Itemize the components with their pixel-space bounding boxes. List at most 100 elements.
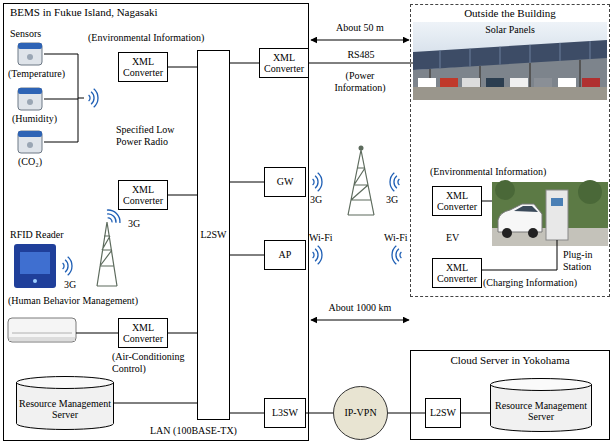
connector-line — [388, 413, 425, 414]
rfid-reader-icon — [14, 244, 56, 288]
wifi-waves — [392, 246, 401, 264]
connector-line — [168, 195, 197, 196]
panel-roof — [413, 40, 607, 70]
box-label: GW — [277, 176, 294, 187]
connector-line — [306, 413, 333, 414]
ellipse-outline — [334, 387, 388, 440]
wifi-waves — [313, 246, 322, 264]
ac-vent — [9, 337, 75, 341]
converter-box: XML Converter — [432, 258, 482, 288]
antenna-tower — [97, 222, 117, 286]
rfid-body — [14, 244, 56, 288]
vpn-ellipse: IP-VPN — [333, 386, 388, 440]
car — [534, 78, 552, 87]
sensor-dot — [27, 99, 33, 105]
info-label: (Power Information) — [325, 70, 395, 93]
box-label: L2SW — [430, 407, 456, 418]
wheel — [502, 228, 512, 238]
sensor-dot — [27, 54, 33, 60]
tree — [578, 180, 602, 204]
info-label: (Human Behavior Management) — [8, 295, 138, 307]
link-label: 3G — [386, 194, 398, 206]
device-label: Sensors — [10, 28, 41, 40]
sensor-cap — [18, 131, 42, 137]
link-label: 3G — [310, 194, 322, 206]
cylinder-top — [17, 377, 114, 389]
ac-slat — [12, 333, 72, 334]
tree — [495, 180, 515, 200]
box-label: L2SW — [200, 229, 226, 240]
region-title: Cloud Server in Yokohama — [411, 354, 609, 366]
sensor-body — [18, 88, 42, 110]
car — [418, 78, 436, 87]
box-label: XML Converter — [261, 52, 307, 74]
connector-line — [230, 63, 259, 64]
panel-grid — [440, 41, 590, 68]
box-label: L3SW — [272, 407, 298, 418]
panel-pole — [430, 60, 580, 88]
car — [462, 78, 480, 87]
link-label: Specified Low Power Radio — [116, 124, 194, 147]
wire — [480, 240, 557, 270]
box-label: XML Converter — [120, 322, 166, 344]
sensor-bracket — [44, 54, 84, 142]
car — [558, 78, 576, 87]
connector-line — [114, 403, 197, 404]
link-label: Wi-Fi — [309, 232, 333, 244]
converter-box: XML Converter — [259, 48, 309, 78]
access-point-box: AP — [264, 240, 306, 270]
converter-box: XML Converter — [118, 318, 168, 348]
distance-arrow — [311, 320, 409, 321]
ground — [413, 87, 607, 100]
distance-label: About 50 m — [315, 22, 405, 34]
converter-box: XML Converter — [432, 186, 482, 216]
sensor-cap — [18, 43, 42, 49]
device-label: RFID Reader — [10, 229, 64, 241]
box-label: IP-VPN — [344, 407, 376, 418]
sensor-body — [18, 43, 42, 65]
device-label: Plug-in Station — [563, 249, 609, 272]
sensor-body — [18, 131, 42, 153]
device-label: (CO₂) — [18, 156, 42, 168]
car — [486, 78, 504, 87]
region-title: BEMS in Fukue Island, Nagasaki — [10, 6, 158, 18]
solar-photo-box: Solar Panels — [413, 22, 607, 100]
car — [510, 78, 528, 87]
cylinder-body — [491, 384, 592, 432]
box-label: Resource Management Server — [490, 400, 592, 422]
box-label: AP — [279, 249, 292, 260]
link-label: Wi-Fi — [384, 232, 408, 244]
connector-line — [168, 333, 197, 334]
device-label: EV — [446, 232, 459, 244]
box-label: XML Converter — [434, 190, 480, 212]
box-label: XML Converter — [120, 184, 166, 206]
device-label: (Humidity) — [12, 113, 57, 125]
car-body — [498, 204, 542, 232]
car — [582, 78, 600, 87]
box-label: Resource Management Server — [16, 398, 114, 420]
box-label: XML Converter — [434, 262, 480, 284]
network-label: LAN (100BASE-TX) — [150, 425, 237, 437]
distance-arrow — [311, 40, 409, 41]
switch-box: L2SW — [197, 50, 230, 420]
info-label: (Charging Information) — [483, 277, 577, 289]
charging-station — [546, 190, 568, 240]
sensor-icon — [18, 88, 42, 110]
station-screen — [551, 198, 563, 206]
connector-label: RS485 — [346, 49, 375, 61]
sensor-icon — [18, 131, 42, 153]
region-title: Outside the Building — [411, 7, 609, 19]
wheel — [528, 228, 538, 238]
rfid-led — [33, 279, 37, 283]
box-label: XML Converter — [120, 56, 166, 78]
antenna-tip — [359, 146, 364, 151]
server-cylinder: Resource Management Server — [16, 376, 114, 430]
rfid-panel — [20, 252, 50, 274]
ac-body — [8, 318, 76, 342]
air-conditioner-icon — [8, 318, 76, 342]
info-label: (Environmental Information) — [430, 166, 546, 178]
switch-box: L3SW — [264, 398, 306, 428]
info-label: (Environmental Information) — [88, 32, 204, 44]
info-label: (Air-Conditioning Control) — [112, 351, 196, 374]
sensor-dot — [27, 142, 33, 148]
